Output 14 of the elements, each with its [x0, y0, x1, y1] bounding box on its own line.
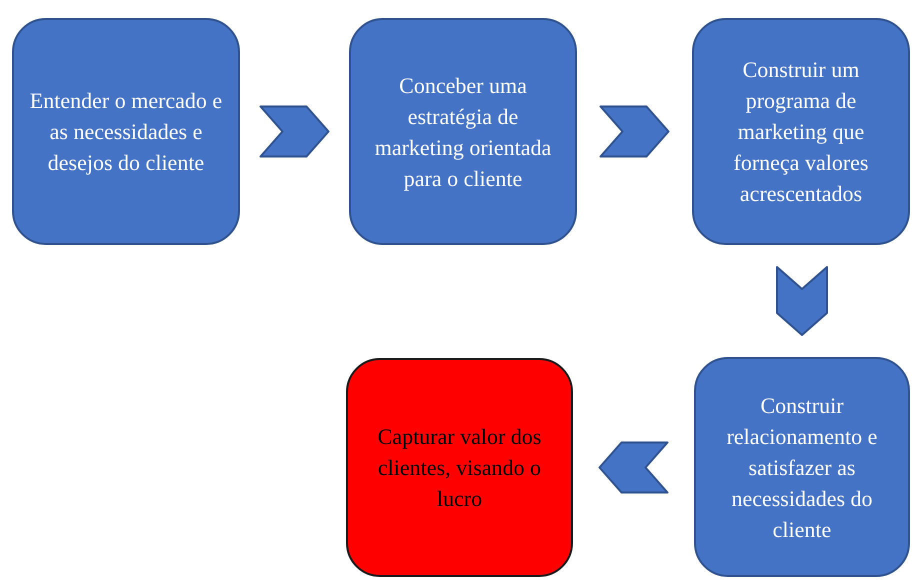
process-box [692, 18, 910, 245]
process-box [349, 18, 577, 245]
process-box [12, 18, 240, 245]
chevron-arrow [598, 442, 668, 494]
box-text: Capturar valor dos clientes, visando o lucro [376, 423, 542, 513]
box-text: Construir relacionamento e satisfazer as necessidades do cliente [726, 392, 878, 544]
box-text: Entender o mercado e as necessidades e desejos do cliente [28, 87, 224, 177]
chevron-arrow [600, 106, 670, 158]
box-text: Conceber uma estratégia de marketing orientada para o cliente [374, 72, 552, 193]
chevron-arrow [776, 266, 828, 336]
process-box [694, 357, 910, 577]
box-text: Construir um programa de marketing que forneça valores acrescentados [732, 56, 870, 208]
chevron-arrow [260, 106, 330, 158]
process-box [346, 358, 573, 577]
